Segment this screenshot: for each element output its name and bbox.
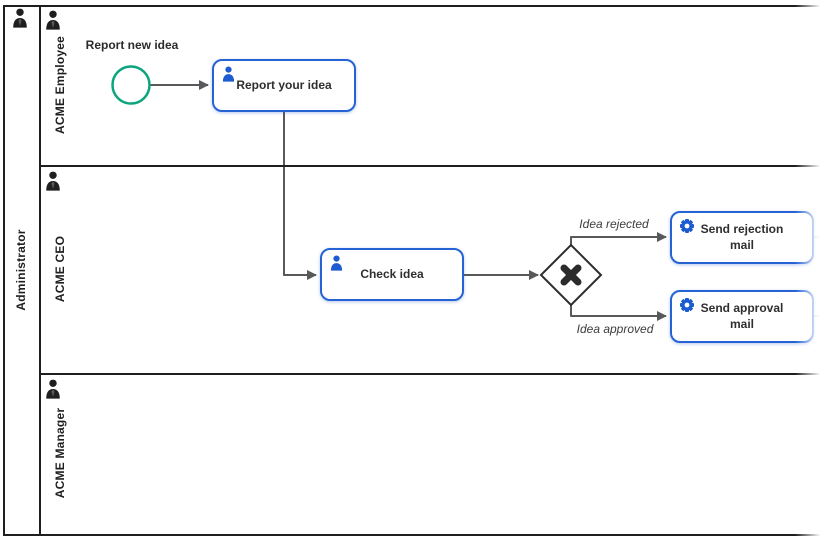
pool-header-separator [39, 5, 41, 536]
person-icon-lane-ceo [46, 171, 60, 191]
task-check-idea[interactable]: Check idea [320, 248, 464, 301]
lane-divider-ceo-manager [41, 373, 825, 375]
person-icon-lane-employee [46, 10, 60, 30]
user-icon [330, 255, 343, 271]
lane-label-acme-manager[interactable]: ACME Manager [53, 407, 67, 499]
lane-label-acme-employee[interactable]: ACME Employee [53, 36, 67, 134]
task-label: Check idea [360, 266, 424, 281]
flow-label-idea-rejected: Idea rejected [579, 217, 649, 231]
gear-icon [680, 298, 694, 312]
person-icon-lane-manager [46, 379, 60, 399]
user-icon [222, 66, 235, 82]
task-label: Report your idea [236, 77, 332, 92]
lane-label-acme-ceo[interactable]: ACME CEO [53, 235, 67, 303]
task-label: Send approval mail [700, 300, 784, 331]
flow-label-idea-approved: Idea approved [576, 322, 654, 336]
task-label: Send rejection mail [700, 221, 784, 252]
gear-icon [680, 219, 694, 233]
lane-divider-employee-ceo [41, 165, 825, 167]
task-send-approval-mail[interactable]: Send approval mail [670, 290, 814, 343]
person-icon-pool [13, 8, 27, 28]
start-event-label: Report new idea [85, 38, 179, 52]
pool-label: Administrator [14, 229, 28, 311]
task-send-rejection-mail[interactable]: Send rejection mail [670, 211, 814, 264]
pool-administrator[interactable] [3, 5, 825, 536]
task-report-your-idea[interactable]: Report your idea [212, 59, 356, 112]
